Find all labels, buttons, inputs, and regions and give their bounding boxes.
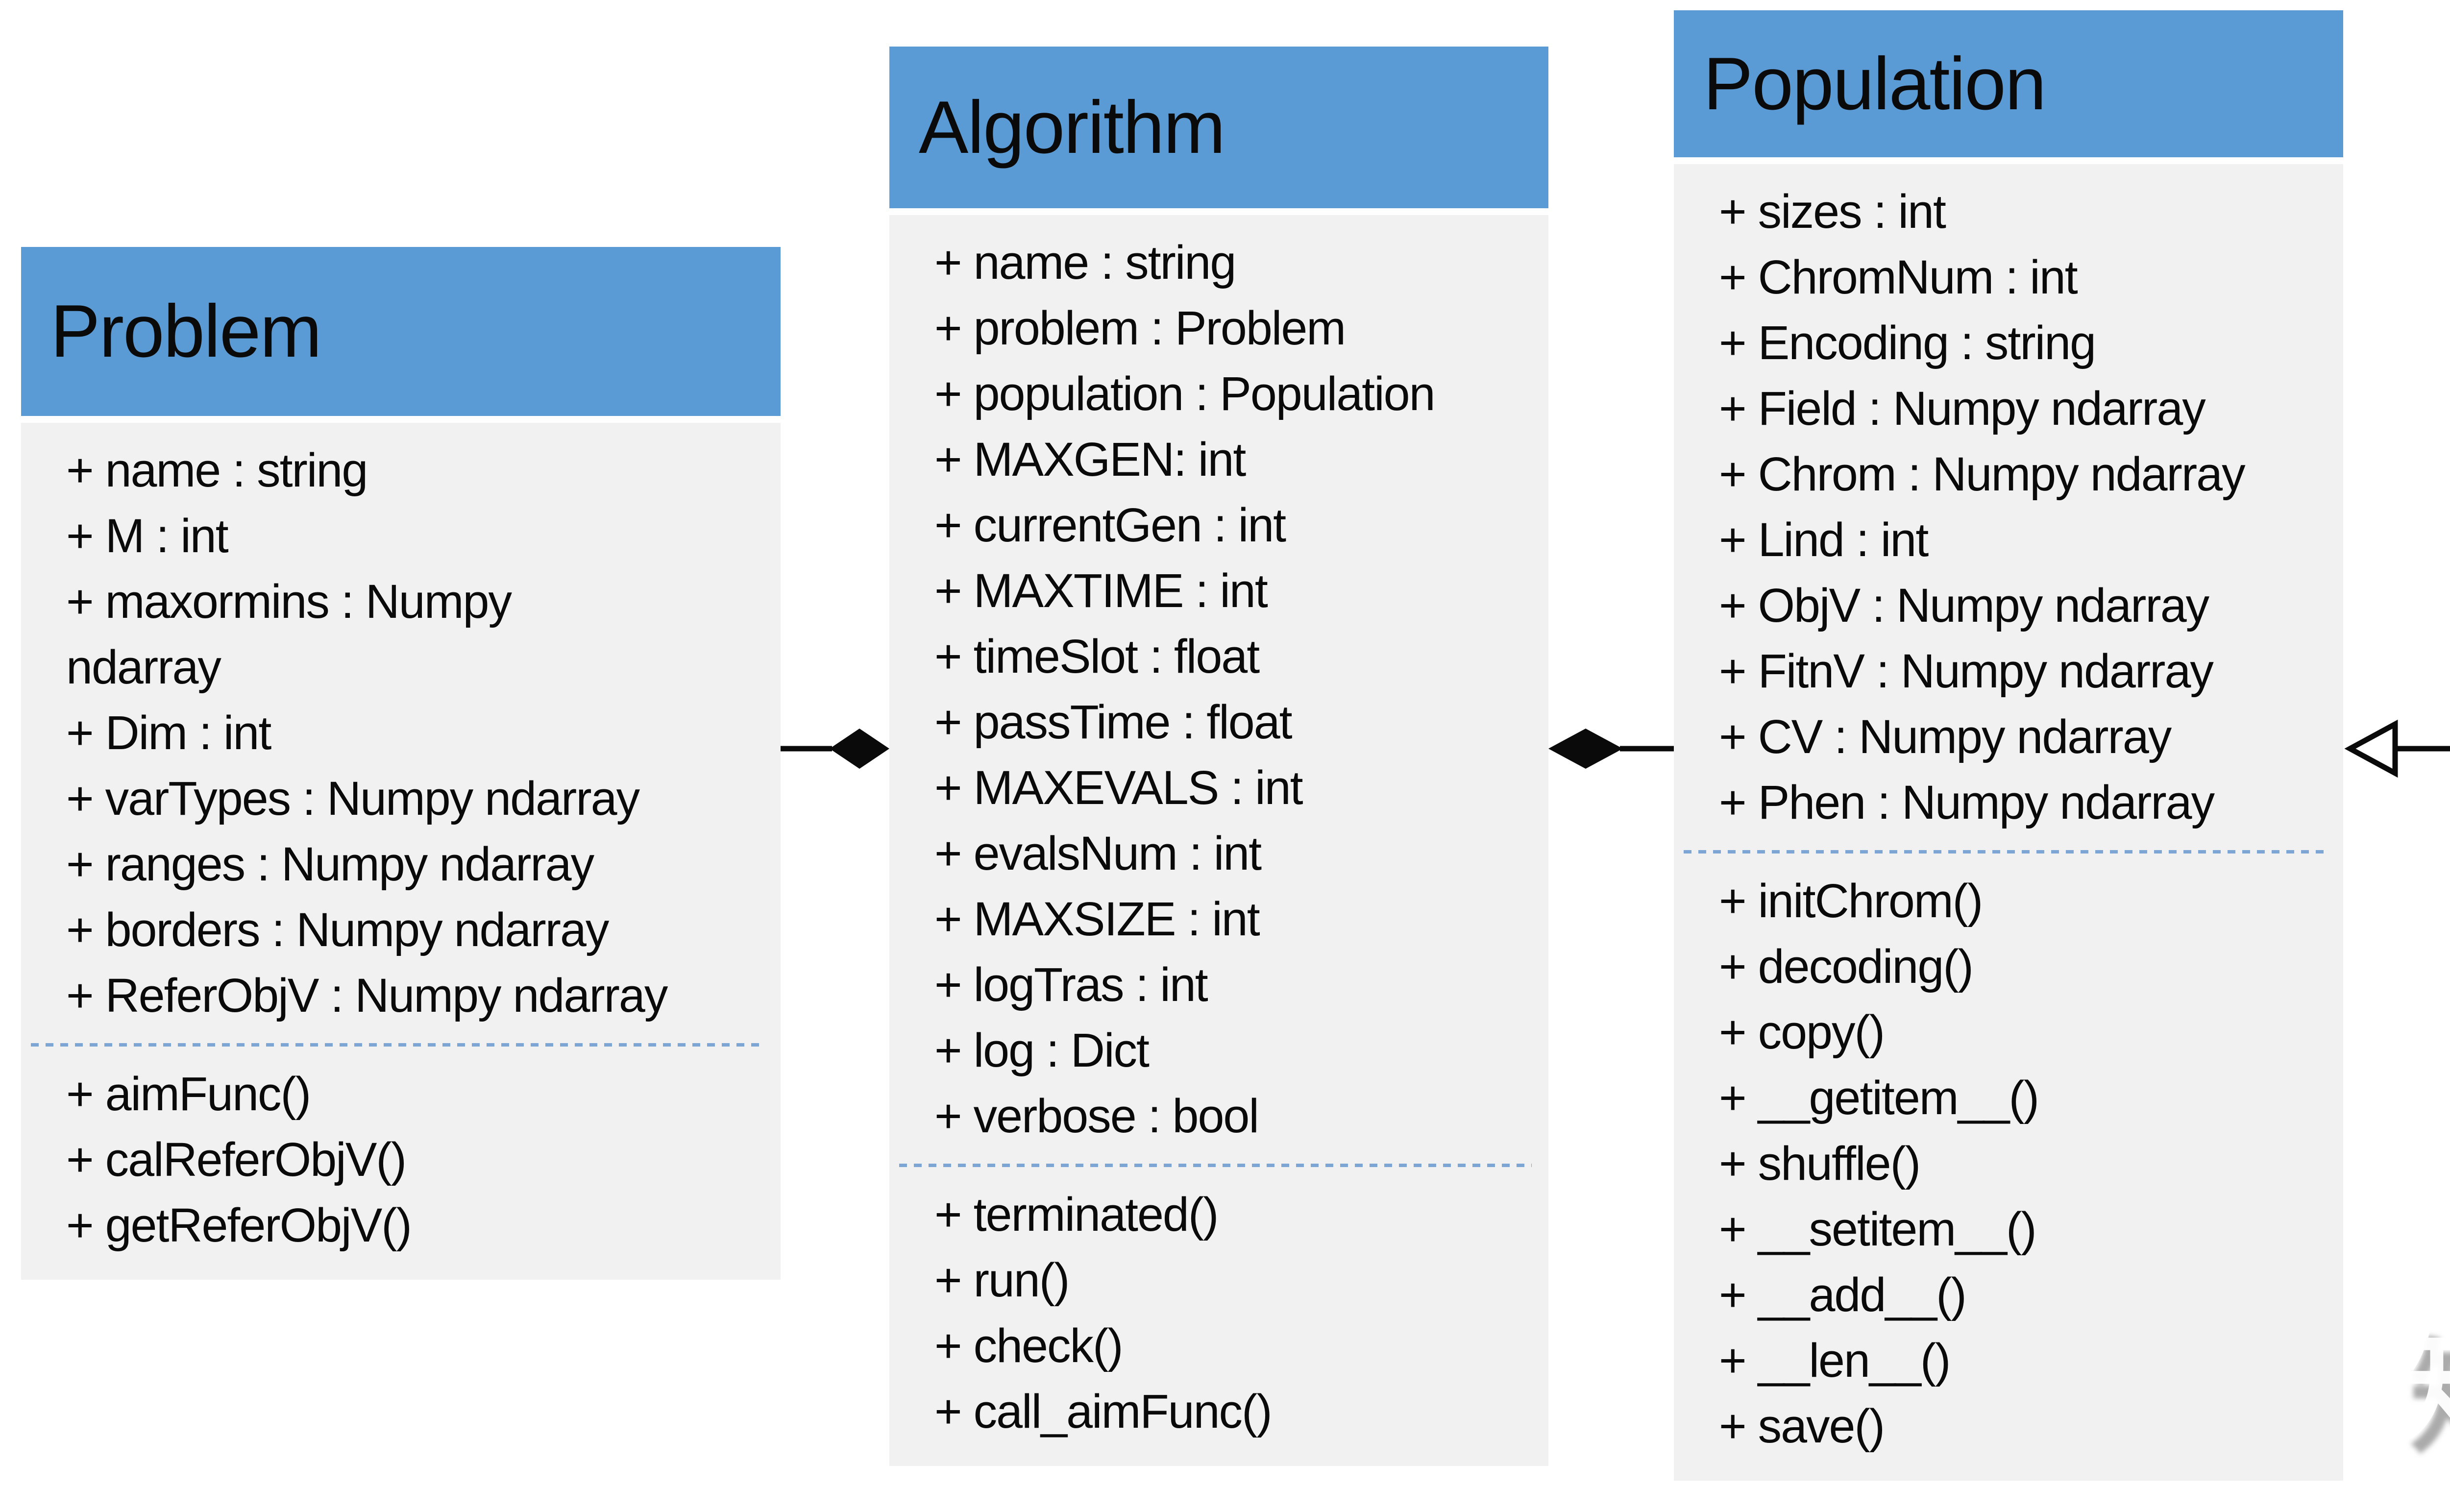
attribute-item: + verbose : bool xyxy=(934,1089,1259,1143)
attribute-item: + ChromNum : int xyxy=(1719,250,2078,304)
attribute-item: + problem : Problem xyxy=(934,301,1346,355)
composition-diamond-icon xyxy=(1548,729,1623,769)
attribute-item: + evalsNum : int xyxy=(934,827,1262,880)
composition-diamond-icon xyxy=(830,729,889,769)
attribute-list: + sizes : int + ChromNum : int + Encoding … xyxy=(1674,179,2336,835)
method-item: + run() xyxy=(934,1253,1070,1307)
attribute-item: + sizes : int xyxy=(1719,185,1946,238)
attribute-item: + borders : Numpy ndarray xyxy=(66,903,609,956)
attribute-item: + timeSlot : float xyxy=(934,630,1260,683)
watermark-text: 知乎 @eggmelon xyxy=(2401,1284,2450,1463)
method-item: + call_aimFunc() xyxy=(934,1385,1273,1438)
class-name: Population xyxy=(1703,42,2046,125)
method-item: + __getitem__() xyxy=(1719,1071,2039,1124)
attribute-item: + varTypes : Numpy ndarray xyxy=(66,772,640,825)
attribute-item: + name : string xyxy=(934,236,1236,289)
class-name: Algorithm xyxy=(919,85,1225,169)
method-item: + save() xyxy=(1719,1399,1885,1453)
class-name: Problem xyxy=(50,290,322,373)
attribute-item: + logTras : int xyxy=(934,958,1208,1011)
class-box-algorithm: Algorithm + name : string + problem : Pro… xyxy=(889,47,1548,1466)
class-header-problem: Problem xyxy=(21,247,781,416)
attribute-list: + name : string + M : int + maxormins : Nu… xyxy=(21,438,774,1028)
generalization-connector-psypopulation-population xyxy=(2343,718,2450,779)
attribute-item: + passTime : float xyxy=(934,695,1293,749)
attribute-item: + ranges : Numpy ndarray xyxy=(66,837,594,891)
attribute-item: + currentGen : int xyxy=(934,498,1286,552)
attribute-item: + log : Dict xyxy=(934,1024,1150,1077)
class-body-algorithm: + name : string + problem : Problem + popu… xyxy=(889,215,1548,1466)
method-list: + terminated() + run() + check() + call_aim… xyxy=(889,1182,1542,1444)
composition-connector-algorithm-population xyxy=(1548,724,1674,773)
class-body-problem: + name : string + M : int + maxormins : Nu… xyxy=(21,423,781,1280)
attribute-item: + M : int xyxy=(66,509,229,562)
attribute-item: + CV : Numpy ndarray xyxy=(1719,710,2172,763)
attribute-item: + maxormins : Numpy ndarray xyxy=(66,575,512,694)
class-box-population: Population + sizes : int + ChromNum : int… xyxy=(1674,10,2343,1481)
attribute-item: + Dim : int xyxy=(66,706,271,759)
method-item: + aimFunc() xyxy=(66,1067,311,1121)
attribute-item: + population : Population xyxy=(934,367,1436,420)
attribute-item: + Chrom : Numpy ndarray xyxy=(1719,447,2246,501)
method-item: + terminated() xyxy=(934,1188,1219,1241)
method-item: + __setitem__() xyxy=(1719,1202,2037,1256)
attribute-item: + MAXSIZE : int xyxy=(934,892,1260,946)
composition-connector-problem-algorithm xyxy=(781,724,889,773)
method-list: + aimFunc() + calReferObjV() + getReferObj… xyxy=(21,1061,774,1258)
class-header-algorithm: Algorithm xyxy=(889,47,1548,208)
attribute-item: + MAXEVALS : int xyxy=(934,761,1303,814)
attribute-item: + Field : Numpy ndarray xyxy=(1719,382,2206,435)
method-list: + initChrom() + decoding() + copy() + __get… xyxy=(1674,868,2336,1459)
method-item: + getReferObjV() xyxy=(66,1198,412,1252)
inheritance-arrow-icon xyxy=(2344,719,2398,778)
class-box-problem: Problem + name : string + M : int + maxorm… xyxy=(21,247,781,1280)
attribute-item: + Lind : int xyxy=(1719,513,1929,566)
attribute-item: + MAXGEN: int xyxy=(934,433,1246,486)
class-body-population: + sizes : int + ChromNum : int + Encoding … xyxy=(1674,164,2343,1481)
attributes-methods-divider xyxy=(899,1164,1532,1167)
method-item: + calReferObjV() xyxy=(66,1133,407,1186)
method-item: + __add__() xyxy=(1719,1268,1967,1321)
method-item: + decoding() xyxy=(1719,940,1974,993)
method-item: + copy() xyxy=(1719,1005,1885,1059)
method-item: + shuffle() xyxy=(1719,1137,1921,1190)
method-item: + check() xyxy=(934,1319,1124,1372)
attribute-item: + FitnV : Numpy ndarray xyxy=(1719,644,2214,698)
attributes-methods-divider xyxy=(1684,850,2327,854)
method-item: + __len__() xyxy=(1719,1334,1951,1387)
attribute-list: + name : string + problem : Problem + popu… xyxy=(889,230,1542,1149)
class-header-population: Population xyxy=(1674,10,2343,157)
attribute-item: + Phen : Numpy ndarray xyxy=(1719,776,2215,829)
attribute-item: + ObjV : Numpy ndarray xyxy=(1719,579,2209,632)
method-item: + initChrom() xyxy=(1719,874,1983,927)
attribute-item: + ReferObjV : Numpy ndarray xyxy=(66,969,668,1022)
attribute-item: + name : string xyxy=(66,443,368,497)
attribute-item: + Encoding : string xyxy=(1719,316,2096,369)
attribute-item: + MAXTIME : int xyxy=(934,564,1268,617)
attributes-methods-divider xyxy=(31,1043,764,1047)
